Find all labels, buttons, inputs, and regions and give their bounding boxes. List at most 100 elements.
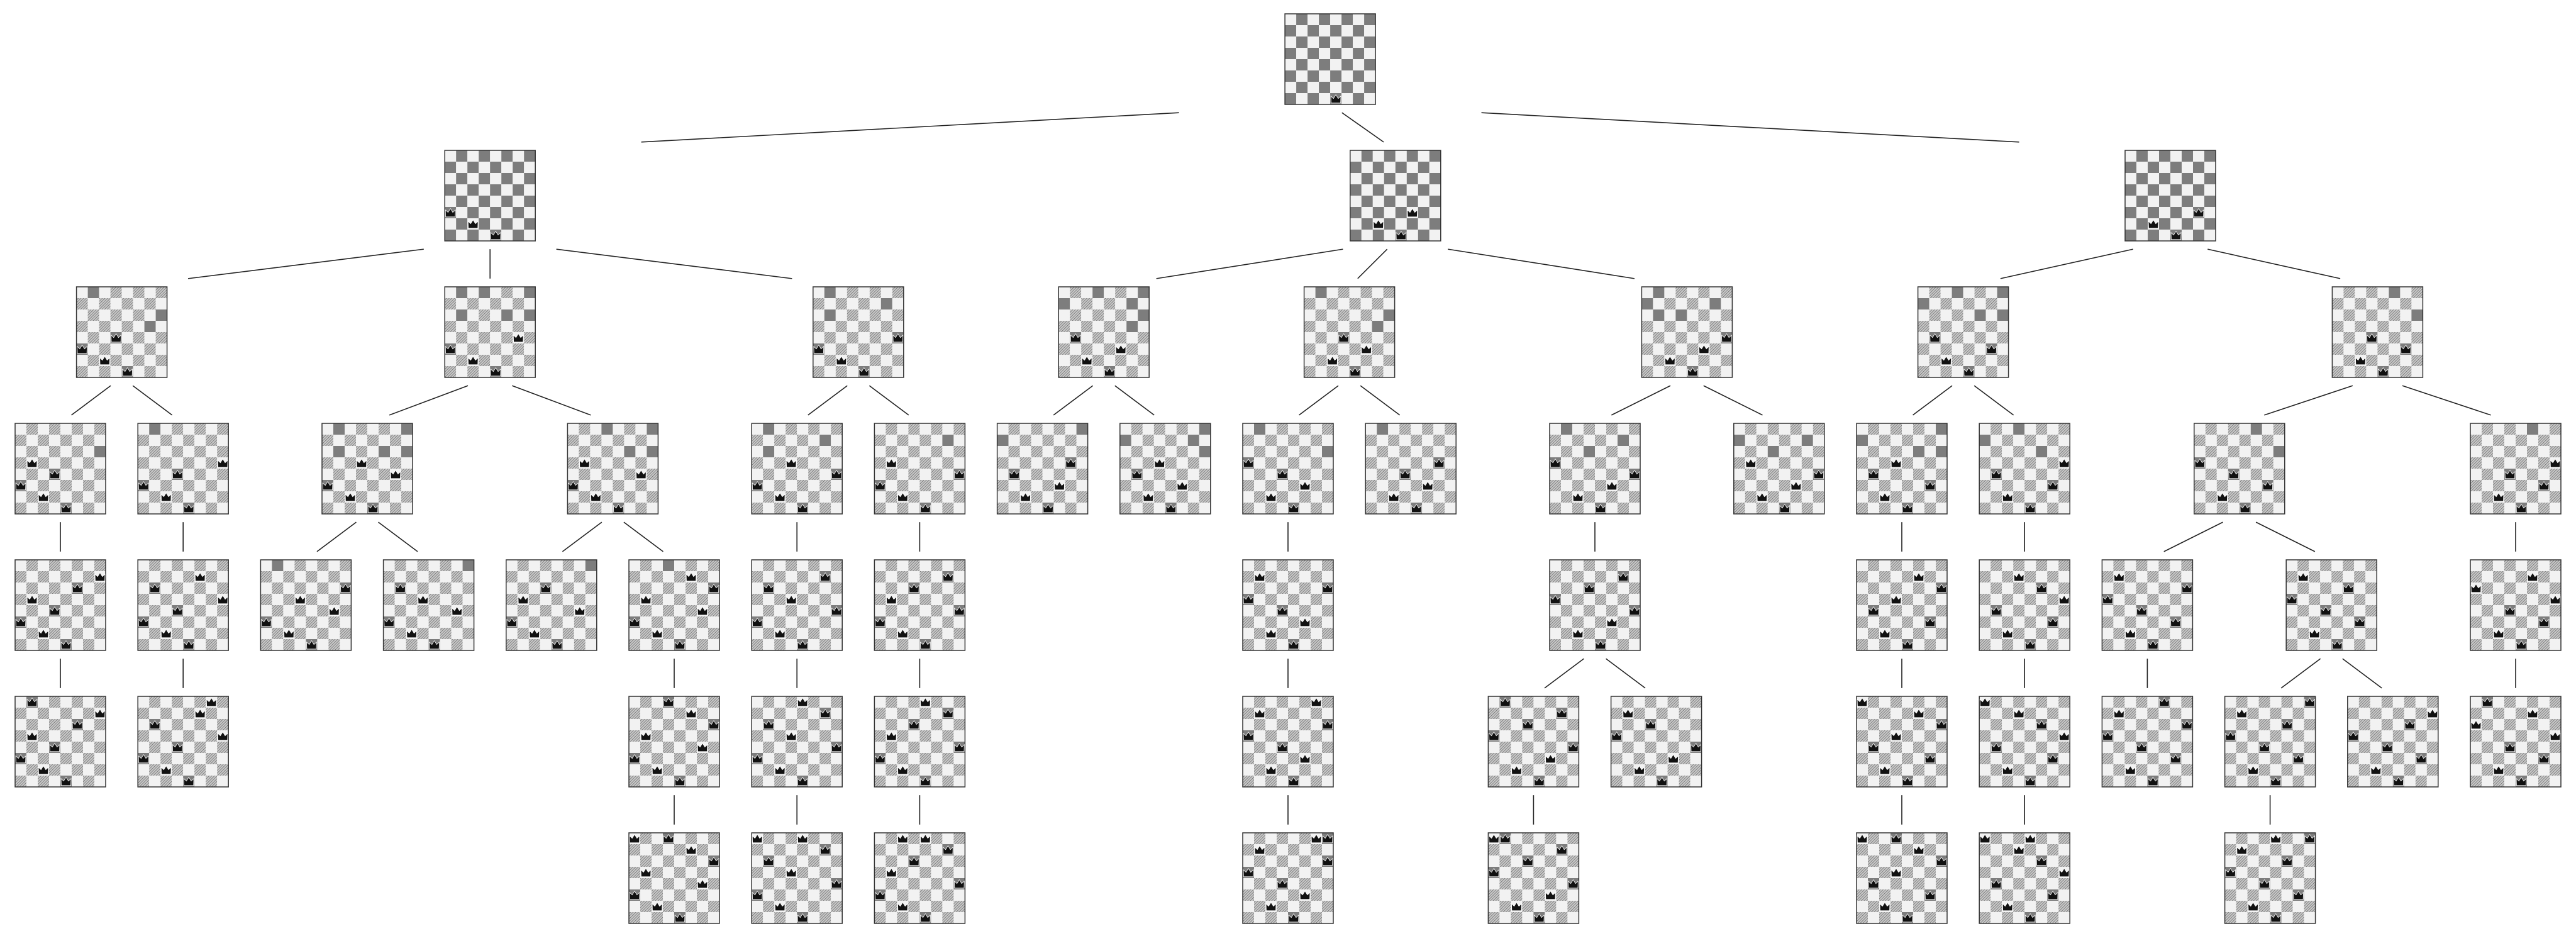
board-square: [456, 366, 468, 377]
board-square: [1277, 855, 1288, 867]
board-square: [1936, 423, 1947, 435]
board-square: [686, 878, 697, 889]
board-square: [479, 173, 491, 184]
board-square: [2504, 435, 2516, 446]
board-square: [763, 560, 775, 571]
board-square: [1801, 457, 1813, 469]
board-square: [1254, 730, 1265, 742]
tree-edge: [2163, 521, 2223, 552]
board-square: [2124, 616, 2136, 628]
board-square: [640, 912, 652, 923]
board-square: [2147, 730, 2159, 742]
board-square: [1254, 639, 1265, 650]
board-square: [2036, 730, 2048, 742]
board-square: [647, 491, 658, 503]
board-square: [835, 298, 847, 309]
board-square: [2047, 708, 2059, 719]
board-square: [2036, 867, 2048, 878]
queen-icon: [920, 833, 931, 844]
board-square: [1675, 309, 1687, 321]
board-square: [462, 582, 474, 594]
board-square: [953, 480, 965, 491]
board-square: [1360, 321, 1372, 332]
board-square: [2124, 730, 2136, 742]
board-square: [467, 150, 479, 162]
board-square: [467, 298, 479, 309]
board-square: [2516, 594, 2527, 605]
board-square: [2024, 708, 2036, 719]
board-square: [1299, 901, 1311, 912]
board-square: [1924, 503, 1936, 514]
board-square: [2002, 696, 2014, 708]
board-square: [2047, 912, 2059, 923]
board-square: [2292, 878, 2304, 889]
board-square: [640, 628, 652, 639]
board-square: [479, 196, 491, 207]
board-square: [752, 730, 763, 742]
board-square: [1361, 162, 1373, 173]
queen-icon: [897, 833, 908, 844]
board-square: [1277, 889, 1288, 901]
board-square: [1936, 594, 1947, 605]
board-square: [1595, 628, 1606, 639]
board-square: [1243, 571, 1254, 582]
board-square: [1488, 912, 1500, 923]
board-square: [1924, 469, 1936, 480]
board-square: [72, 560, 83, 571]
board-square: [774, 560, 786, 571]
queen-icon: [2236, 708, 2247, 718]
board-square: [194, 742, 206, 753]
queen-icon: [2527, 572, 2538, 582]
board-square: [60, 491, 72, 503]
board-square: [2347, 742, 2359, 753]
queen-icon: [697, 742, 708, 752]
board-square: [60, 446, 72, 457]
board-square: [2236, 867, 2248, 878]
board-square: [629, 901, 640, 912]
board-square: [367, 491, 379, 503]
board-square: [674, 867, 686, 878]
queen-icon: [1936, 720, 1947, 730]
board-square: [997, 480, 1009, 491]
board-square: [1913, 696, 1924, 708]
board-square: [2136, 173, 2148, 184]
board-square: [1418, 150, 1430, 162]
board-square: [160, 639, 172, 650]
board-square: [931, 457, 943, 469]
board-square: [1488, 878, 1500, 889]
board-square: [997, 423, 1009, 435]
board-square: [1936, 730, 1947, 742]
board-square: [2247, 855, 2259, 867]
board-square: [1104, 343, 1116, 355]
board-square: [2136, 594, 2148, 605]
board-square: [2047, 696, 2059, 708]
board-square: [149, 423, 161, 435]
queen-icon: [1243, 458, 1254, 468]
board-square: [1299, 594, 1311, 605]
board-square: [886, 605, 897, 616]
queen-icon: [60, 640, 72, 650]
board-square: [440, 582, 452, 594]
board-square: [160, 742, 172, 753]
board-square: [1556, 753, 1568, 764]
board-square: [1756, 480, 1768, 491]
board-square: [1990, 764, 2002, 776]
board-square: [328, 616, 340, 628]
board-square: [2270, 696, 2282, 708]
board-square: [1629, 639, 1640, 650]
board-square: [451, 628, 463, 639]
board-square: [874, 423, 886, 435]
board-square: [2270, 901, 2282, 912]
board-square: [2343, 605, 2355, 616]
board-square: [183, 730, 195, 742]
board-square: [1890, 435, 1902, 446]
board-square: [2102, 560, 2114, 571]
board-square: [1315, 332, 1327, 343]
board-square: [808, 435, 820, 446]
board-square: [2400, 309, 2412, 321]
board-square: [2262, 435, 2273, 446]
board-square: [2516, 605, 2527, 616]
board-square: [2304, 855, 2316, 867]
board-square: [1384, 207, 1396, 218]
board-square: [1936, 639, 1947, 650]
